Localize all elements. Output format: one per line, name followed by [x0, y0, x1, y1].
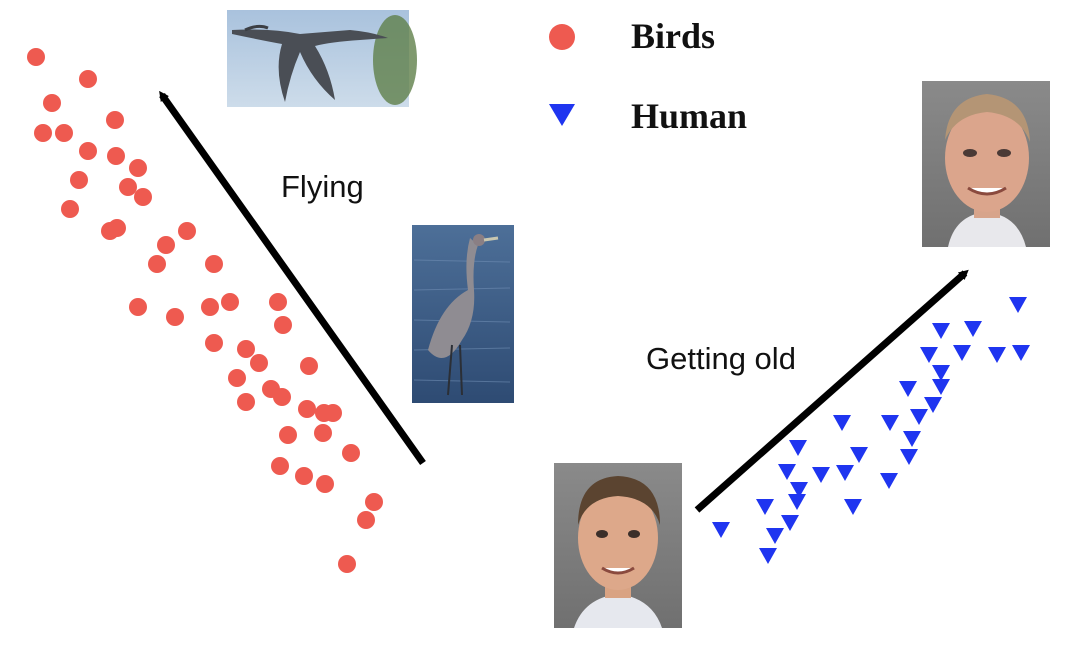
human-point: [778, 464, 796, 480]
human-point: [836, 465, 854, 481]
legend-human-marker: [549, 104, 575, 126]
bird-point: [129, 298, 147, 316]
young-man-photo: [554, 463, 682, 628]
legend-birds-marker: [549, 24, 575, 50]
old-man-photo: [922, 81, 1050, 247]
human-point: [781, 515, 799, 531]
bird-point: [250, 354, 268, 372]
human-point: [964, 321, 982, 337]
bird-point: [228, 369, 246, 387]
bird-point: [342, 444, 360, 462]
bird-point: [61, 200, 79, 218]
human-point: [932, 323, 950, 339]
bird-point: [205, 334, 223, 352]
flying-arrow: [159, 90, 426, 466]
bird-point: [298, 400, 316, 418]
bird-point: [148, 255, 166, 273]
bird-point: [324, 404, 342, 422]
human-point: [881, 415, 899, 431]
human-point: [932, 379, 950, 395]
legend: Birds Human: [549, 16, 747, 136]
human-point: [789, 440, 807, 456]
flying-label: Flying: [281, 169, 364, 204]
human-point: [850, 447, 868, 463]
human-point: [910, 409, 928, 425]
bird-point: [300, 357, 318, 375]
human-point: [903, 431, 921, 447]
human-point: [1012, 345, 1030, 361]
bird-point: [201, 298, 219, 316]
human-point: [924, 397, 942, 413]
bird-point: [166, 308, 184, 326]
bird-point: [79, 70, 97, 88]
bird-point: [43, 94, 61, 112]
aging-label: Getting old: [646, 341, 796, 376]
human-point: [833, 415, 851, 431]
human-point: [766, 528, 784, 544]
aging-arrow: [694, 269, 969, 513]
legend-birds-label: Birds: [631, 16, 715, 56]
bird-point: [273, 388, 291, 406]
human-point: [920, 347, 938, 363]
bird-point: [178, 222, 196, 240]
human-point: [812, 467, 830, 483]
bird-point: [237, 340, 255, 358]
human-point: [712, 522, 730, 538]
standing-heron-photo: [412, 225, 514, 403]
bird-point: [79, 142, 97, 160]
bird-point: [157, 236, 175, 254]
human-point: [756, 499, 774, 515]
bird-point: [27, 48, 45, 66]
bird-point: [55, 124, 73, 142]
bird-point: [295, 467, 313, 485]
bird-point: [129, 159, 147, 177]
bird-point: [221, 293, 239, 311]
bird-point: [316, 475, 334, 493]
bird-point: [34, 124, 52, 142]
bird-point: [134, 188, 152, 206]
bird-point: [101, 222, 119, 240]
human-point: [790, 482, 808, 498]
human-point: [759, 548, 777, 564]
bird-point: [338, 555, 356, 573]
bird-point: [106, 111, 124, 129]
bird-point: [271, 457, 289, 475]
human-point: [953, 345, 971, 361]
bird-point: [237, 393, 255, 411]
human-point: [880, 473, 898, 489]
birds-points: [27, 48, 383, 573]
bird-point: [357, 511, 375, 529]
bird-point: [269, 293, 287, 311]
bird-point: [279, 426, 297, 444]
legend-human-label: Human: [631, 96, 747, 136]
bird-point: [107, 147, 125, 165]
human-point: [932, 365, 950, 381]
human-point: [900, 449, 918, 465]
bird-point: [70, 171, 88, 189]
human-point: [788, 494, 806, 510]
bird-point: [314, 424, 332, 442]
human-point: [988, 347, 1006, 363]
flying-heron-photo: [227, 10, 417, 107]
bird-point: [119, 178, 137, 196]
human-points: [712, 297, 1030, 564]
bird-point: [205, 255, 223, 273]
human-point: [1009, 297, 1027, 313]
bird-point: [365, 493, 383, 511]
human-point: [844, 499, 862, 515]
bird-point: [274, 316, 292, 334]
human-point: [899, 381, 917, 397]
